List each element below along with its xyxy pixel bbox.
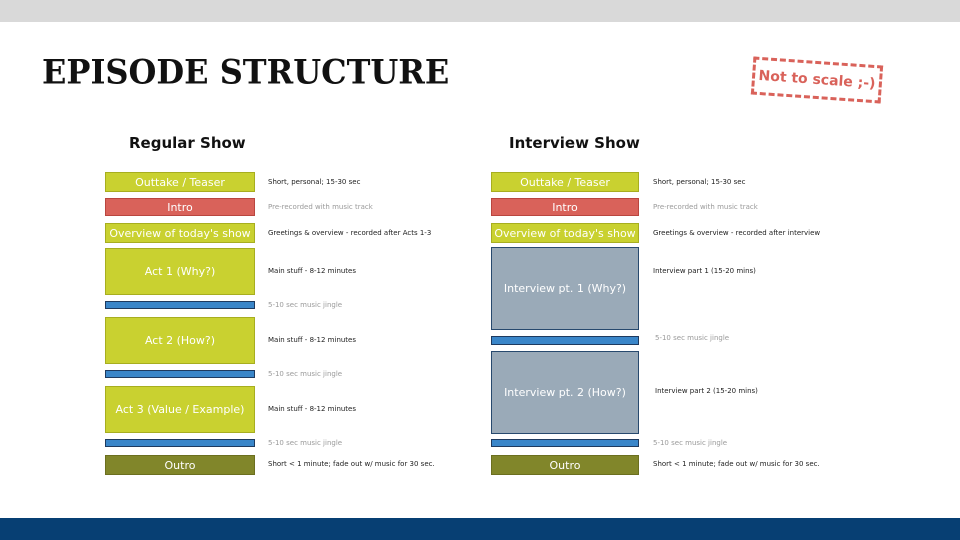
bottom-bar <box>0 518 960 540</box>
top-bar <box>0 0 960 22</box>
interview-outtake-note: Short, personal; 15-30 sec <box>653 178 746 186</box>
interview-show-heading: Interview Show <box>509 134 640 152</box>
page-title: EPISODE STRUCTURE <box>42 52 450 92</box>
regular-outtake-block: Outtake / Teaser <box>105 172 255 192</box>
regular-jingle1-note: 5-10 sec music jingle <box>268 301 343 309</box>
regular-act2-note: Main stuff - 8-12 minutes <box>268 336 357 344</box>
regular-jingle2-block <box>105 370 255 378</box>
regular-act3-note: Main stuff - 8-12 minutes <box>268 405 357 413</box>
regular-outtake-note: Short, personal; 15-30 sec <box>268 178 361 186</box>
regular-act2-block: Act 2 (How?) <box>105 317 255 364</box>
regular-outro-block: Outro <box>105 455 255 475</box>
regular-intro-block: Intro <box>105 198 255 216</box>
interview-jingle1-note: 5-10 sec music jingle <box>655 334 730 342</box>
interview-part2-block: Interview pt. 2 (How?) <box>491 351 639 434</box>
regular-jingle3-block <box>105 439 255 447</box>
regular-intro-note: Pre-recorded with music track <box>268 203 373 211</box>
not-to-scale-stamp: Not to scale ;-) <box>750 56 884 104</box>
regular-overview-note: Greetings & overview - recorded after Ac… <box>268 229 432 237</box>
interview-part2-note: Interview part 2 (15-20 mins) <box>655 387 758 395</box>
regular-overview-block: Overview of today's show <box>105 223 255 243</box>
regular-show-heading: Regular Show <box>129 134 246 152</box>
interview-part1-note: Interview part 1 (15-20 mins) <box>653 267 756 275</box>
interview-outtake-block: Outtake / Teaser <box>491 172 639 192</box>
interview-intro-block: Intro <box>491 198 639 216</box>
regular-jingle3-note: 5-10 sec music jingle <box>268 439 343 447</box>
regular-jingle2-note: 5-10 sec music jingle <box>268 370 343 378</box>
interview-outro-block: Outro <box>491 455 639 475</box>
interview-intro-note: Pre-recorded with music track <box>653 203 758 211</box>
regular-jingle1-block <box>105 301 255 309</box>
interview-jingle1-block <box>491 336 639 345</box>
interview-overview-note: Greetings & overview - recorded after in… <box>653 229 821 237</box>
regular-act3-block: Act 3 (Value / Example) <box>105 386 255 433</box>
interview-jingle2-note: 5-10 sec music jingle <box>653 439 728 447</box>
interview-outro-note: Short < 1 minute; fade out w/ music for … <box>653 460 820 468</box>
interview-overview-block: Overview of today's show <box>491 223 639 243</box>
interview-part1-block: Interview pt. 1 (Why?) <box>491 247 639 330</box>
interview-jingle2-block <box>491 439 639 447</box>
regular-outro-note: Short < 1 minute; fade out w/ music for … <box>268 460 435 468</box>
regular-act1-block: Act 1 (Why?) <box>105 248 255 295</box>
regular-act1-note: Main stuff - 8-12 minutes <box>268 267 357 275</box>
